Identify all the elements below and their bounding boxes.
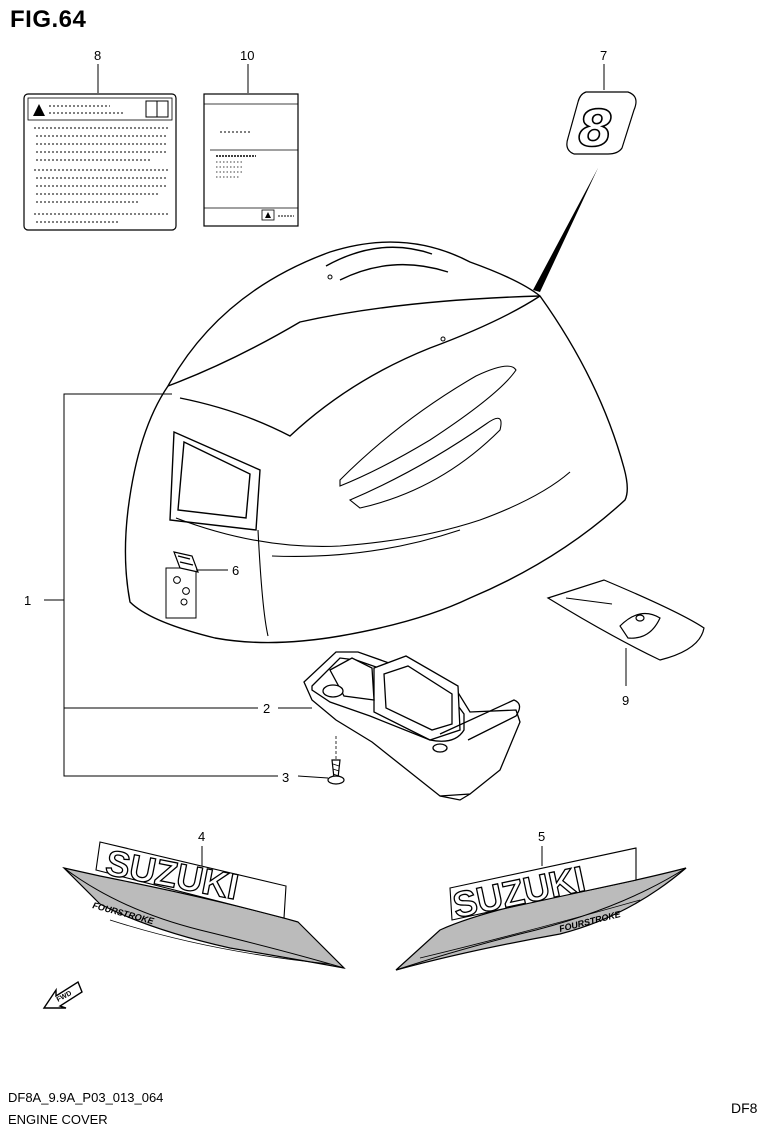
callout-7: 7 — [600, 48, 607, 63]
diagram-title: ENGINE COVER — [8, 1112, 108, 1127]
leader-wedge — [533, 168, 598, 292]
callout-10: 10 — [240, 48, 254, 63]
model-label: DF8 — [731, 1100, 758, 1116]
figure-title: FIG.64 — [10, 6, 87, 33]
callout-1: 1 — [24, 593, 31, 608]
engine-cover-part[interactable] — [124, 241, 628, 644]
callout-2: 2 — [263, 701, 270, 716]
leader-lines — [44, 64, 627, 866]
instruction-label-part[interactable] — [203, 93, 299, 227]
caution-label-part[interactable] — [23, 93, 177, 231]
number-decal-text: 8 — [578, 100, 613, 158]
emblem-part[interactable] — [173, 551, 199, 573]
number-decal-part[interactable]: 8 — [566, 91, 637, 159]
warning-triangle-icon — [33, 104, 45, 116]
right-decal-part[interactable]: SUZUKI FOURSTROKE — [395, 847, 687, 971]
screw-part[interactable] — [327, 736, 345, 785]
pad-part[interactable] — [546, 579, 705, 661]
callout-5: 5 — [538, 829, 545, 844]
cover-tray-part[interactable] — [303, 651, 521, 801]
callout-8: 8 — [94, 48, 101, 63]
callout-6: 6 — [232, 563, 239, 578]
forward-arrow-icon: FWD — [42, 980, 83, 1009]
callout-3: 3 — [282, 770, 289, 785]
manual-book-icon — [145, 100, 169, 118]
callout-4: 4 — [198, 829, 205, 844]
diagram-code: DF8A_9.9A_P03_013_064 — [8, 1090, 164, 1105]
warning-triangle-icon — [265, 212, 271, 218]
callout-9: 9 — [622, 693, 629, 708]
exploded-parts-diagram: 8 — [23, 48, 705, 1009]
left-decal-part[interactable]: SUZUKI FOURSTROKE — [62, 841, 346, 969]
